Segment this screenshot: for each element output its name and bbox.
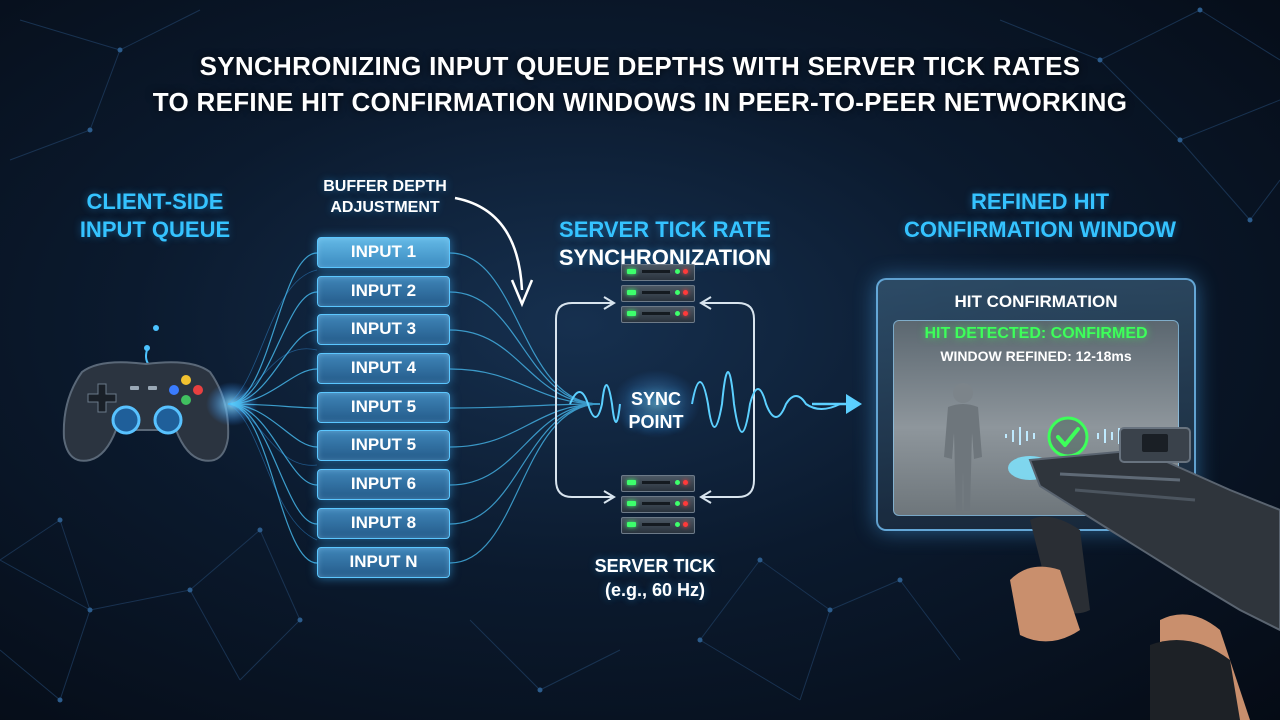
server-sync-label: SERVER TICK RATE SYNCHRONIZATION: [540, 216, 790, 272]
sync-point-label: SYNC POINT: [608, 388, 704, 434]
hit-window-value: WINDOW REFINED: 12-18ms: [940, 348, 1132, 364]
hit-panel-title: HIT CONFIRMATION: [954, 292, 1118, 311]
queue-item: INPUT 5: [317, 391, 450, 423]
server-sync-label-line-1: SERVER TICK RATE: [559, 217, 771, 242]
sync-point-label-line-1: SYNC: [630, 389, 681, 409]
title-line-1: SYNCHRONIZING INPUT QUEUE DEPTHS WITH SE…: [199, 51, 1081, 81]
target-figure: [944, 383, 982, 511]
sync-point-label-line-2: POINT: [628, 412, 684, 432]
sound-wave-icon: [1005, 427, 1035, 445]
checkmark-icon: [1047, 416, 1089, 458]
title-line-2: TO REFINE HIT CONFIRMATION WINDOWS IN PE…: [152, 87, 1128, 117]
queue-item: INPUT N: [317, 546, 450, 578]
client-queue-label-line-1: CLIENT-SIDE: [86, 189, 224, 214]
server-tick-label-line-2: (e.g., 60 Hz): [604, 580, 706, 600]
server-icon: [621, 264, 695, 327]
server-icon: [621, 475, 695, 538]
queue-item: INPUT 1: [317, 237, 450, 268]
client-queue-label-line-2: INPUT QUEUE: [79, 217, 231, 242]
refined-window-label: REFINED HIT CONFIRMATION WINDOW: [880, 188, 1200, 244]
buffer-depth-label: BUFFER DEPTH ADJUSTMENT: [300, 176, 470, 218]
weapon-illustration: [1008, 427, 1280, 720]
buffer-depth-label-line-2: ADJUSTMENT: [330, 199, 440, 216]
queue-item: INPUT 3: [317, 314, 450, 346]
refined-window-label-line-2: CONFIRMATION WINDOW: [903, 217, 1177, 242]
server-tick-label: SERVER TICK (e.g., 60 Hz): [560, 554, 750, 602]
queue-item: INPUT 4: [317, 353, 450, 385]
client-queue-label: CLIENT-SIDE INPUT QUEUE: [40, 188, 270, 244]
server-tick-label-line-1: SERVER TICK: [594, 556, 716, 576]
input-queue: INPUT 1 INPUT 2 INPUT 3 INPUT 4 INPUT 5 …: [317, 237, 450, 585]
queue-item: INPUT 6: [317, 469, 450, 501]
page-title: SYNCHRONIZING INPUT QUEUE DEPTHS WITH SE…: [0, 48, 1280, 120]
refined-window-label-line-1: REFINED HIT: [970, 189, 1110, 214]
queue-item: INPUT 5: [317, 430, 450, 462]
gamepad-icon: [62, 325, 230, 462]
queue-item: INPUT 2: [317, 275, 450, 307]
hit-status: HIT DETECTED: CONFIRMED: [924, 325, 1148, 342]
queue-item: INPUT 8: [317, 507, 450, 539]
buffer-depth-label-line-1: BUFFER DEPTH: [323, 178, 447, 195]
